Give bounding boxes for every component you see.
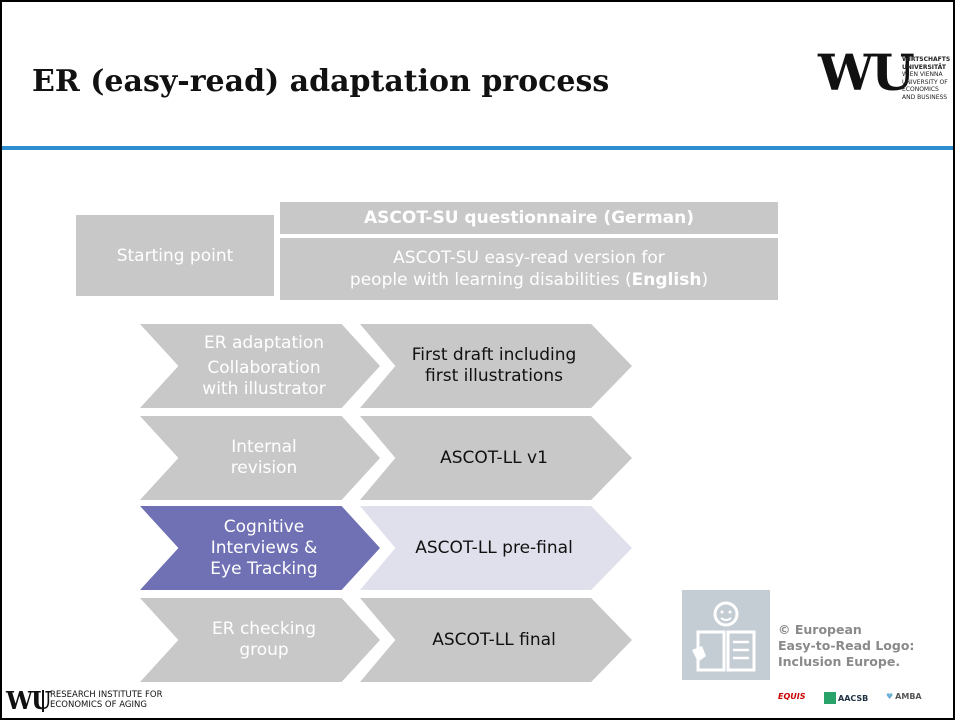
footer-wu-logo: WU xyxy=(6,686,52,715)
step-4-output-label: ASCOT-LL final xyxy=(432,629,556,650)
slide-title: ER (easy-read) adaptation process xyxy=(32,64,610,99)
starting-point-box: Starting point xyxy=(76,215,274,296)
wu-logo-text: WIRTSCHAFTS UNIVERSITÄT WIEN VIENNA UNIV… xyxy=(902,56,950,101)
step-3-output-label: ASCOT-LL pre-final xyxy=(415,537,573,558)
easy-to-read-logo-graphic xyxy=(682,590,770,680)
step-1-output-chevron: First draft including first illustration… xyxy=(360,324,632,408)
easy-read-version-box: ASCOT-SU easy-read version for people wi… xyxy=(280,238,778,300)
copyright-line: © European xyxy=(778,622,862,637)
easy-read-language: English xyxy=(631,270,702,290)
german-questionnaire-label: ASCOT-SU questionnaire (German) xyxy=(363,208,695,228)
wu-logo-line: ECONOMICS xyxy=(902,86,939,93)
wu-logo-line: WIEN VIENNA xyxy=(902,71,943,78)
footer-divider xyxy=(42,690,44,712)
step-4-process-label: ER checking group xyxy=(211,619,317,660)
easy-read-suffix: ) xyxy=(701,270,709,290)
amba-label: AMBA xyxy=(895,692,922,701)
aacsb-square-icon xyxy=(824,692,836,704)
amba-heart-icon: ♥ xyxy=(886,692,894,701)
step-2-process-chevron: Internal revision xyxy=(140,416,380,500)
easy-read-prefix: people with learning disabilities ( xyxy=(349,270,632,290)
copyright-line: Easy-to-Read Logo: xyxy=(778,638,915,653)
step-4-process-chevron: ER checking group xyxy=(140,598,380,682)
equis-label: EQUIS xyxy=(778,692,806,701)
copyright-note: © European Easy-to-Read Logo: Inclusion … xyxy=(778,622,914,670)
footer-institute-name: RESEARCH INSTITUTE FOR ECONOMICS OF AGIN… xyxy=(50,690,163,710)
step-3-output-chevron: ASCOT-LL pre-final xyxy=(360,506,632,590)
amba-logo: ♥ AMBA xyxy=(886,692,922,701)
step-1-process-line: ER adaptation xyxy=(203,332,325,353)
step-2-process-label: Internal revision xyxy=(230,437,298,478)
step-1-process-chevron: ER adaptation Collaboration with illustr… xyxy=(140,324,380,408)
step-3-process-label: Cognitive Interviews & Eye Tracking xyxy=(210,516,318,579)
step-4-output-chevron: ASCOT-LL final xyxy=(360,598,632,682)
copyright-line: Inclusion Europe. xyxy=(778,654,901,669)
wu-logo-line: WIRTSCHAFTS xyxy=(902,56,951,63)
starting-point-label: Starting point xyxy=(116,245,234,266)
step-1-output-label: First draft including first illustration… xyxy=(411,345,577,386)
title-divider xyxy=(2,146,953,150)
wu-logo-line: AND BUSINESS xyxy=(902,93,948,101)
easy-to-read-logo-icon xyxy=(682,590,770,680)
footer-line: ECONOMICS OF AGING xyxy=(50,700,147,710)
easy-read-version-line2: people with learning disabilities (Engli… xyxy=(350,269,708,291)
footer-line: RESEARCH INSTITUTE FOR xyxy=(50,690,163,700)
wu-logo-mark: WU xyxy=(818,43,915,102)
step-1-process-line: Collaboration with illustrator xyxy=(202,357,326,399)
step-1-process-text: ER adaptation Collaboration with illustr… xyxy=(140,333,380,400)
wu-logo: WU WIRTSCHAFTS UNIVERSITÄT WIEN VIENNA U… xyxy=(818,42,952,154)
step-2-output-label: ASCOT-LL v1 xyxy=(440,447,548,468)
wu-logo-line: UNIVERSITÄT xyxy=(902,63,946,71)
aacsb-label: AACSB xyxy=(838,693,869,703)
step-2-output-chevron: ASCOT-LL v1 xyxy=(360,416,632,500)
step-3-process-chevron: Cognitive Interviews & Eye Tracking xyxy=(140,506,380,590)
easy-read-version-line1: ASCOT-SU easy-read version for xyxy=(393,248,665,268)
equis-logo: EQUIS xyxy=(778,692,806,701)
wu-logo-line: UNIVERSITY OF xyxy=(902,78,948,86)
aacsb-logo: AACSB xyxy=(824,692,868,704)
german-questionnaire-box: ASCOT-SU questionnaire (German) xyxy=(280,202,778,234)
